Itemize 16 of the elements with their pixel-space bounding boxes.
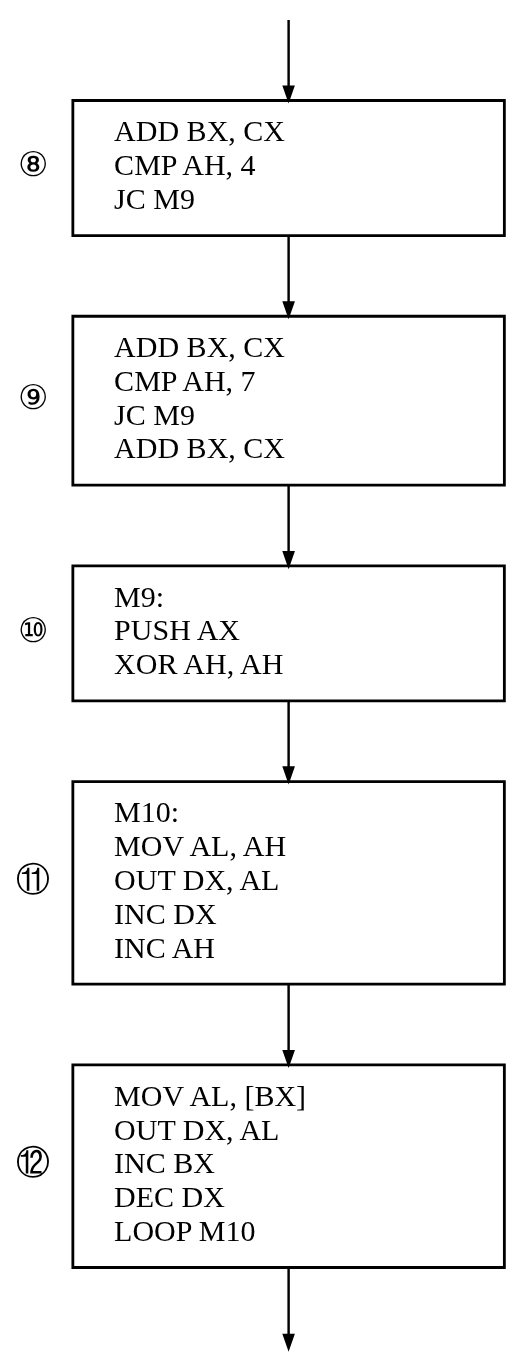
node-label: ⑩: [18, 611, 49, 649]
node-label: ⑧: [18, 145, 49, 183]
node-box: M9: PUSH AX XOR AH, AH: [71, 563, 506, 702]
node-box: ADD BX, CX CMP AH, 7 JC M9 ADD BX, CX: [71, 314, 506, 487]
arrow: [282, 984, 295, 1068]
arrow: [282, 19, 295, 103]
node-box: ADD BX, CX CMP AH, 4 JC M9: [71, 98, 506, 237]
node-label: ⑪: [16, 860, 51, 898]
node-box: MOV AL, [BX] OUT DX, AL INC BX DEC DX LOOP M10: [71, 1062, 506, 1269]
arrow: [282, 235, 295, 319]
node-label: ⑫: [16, 1143, 51, 1181]
arrow: [282, 484, 295, 569]
node-box: M10: MOV AL, AH OUT DX, AL INC DX INC AH: [71, 779, 506, 986]
node-label: ⑨: [18, 378, 49, 416]
arrow: [282, 1267, 295, 1352]
arrow: [282, 700, 295, 784]
